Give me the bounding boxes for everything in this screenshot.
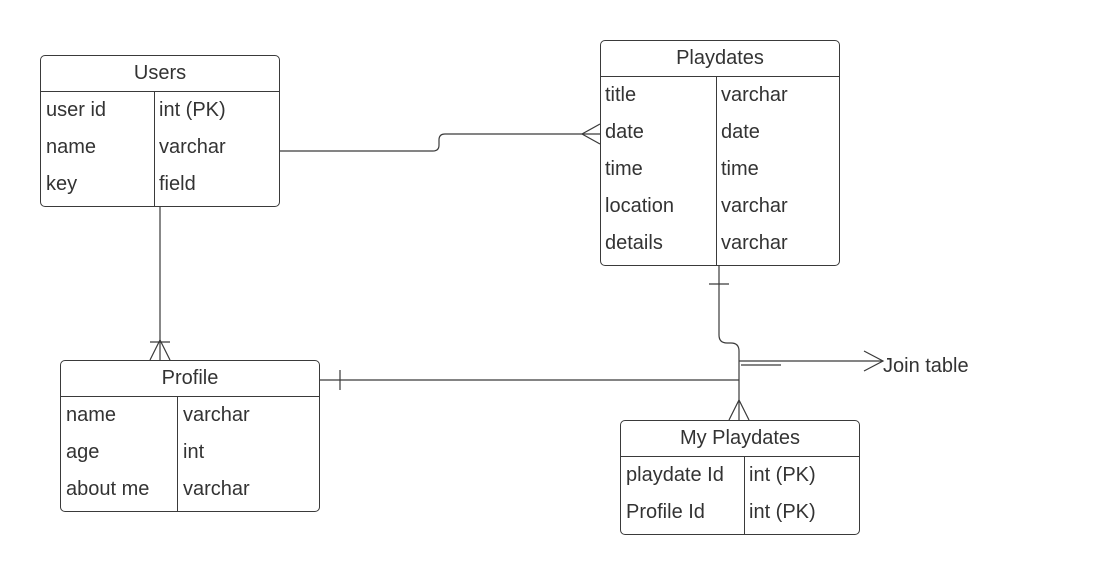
playdates-entity[interactable]: Playdates title varchar date date time t… xyxy=(600,40,840,266)
field-name: key xyxy=(46,173,78,195)
playdates-myplaydates-connector xyxy=(718,266,740,420)
field-type: time xyxy=(721,158,759,180)
field-type: date xyxy=(721,121,760,143)
field-name: location xyxy=(605,195,674,217)
field-type: varchar xyxy=(721,84,788,106)
my-playdates-row-playdate-id: playdate Id int (PK) xyxy=(621,457,859,494)
field-name: name xyxy=(66,404,117,426)
users-entity[interactable]: Users user id int (PK) name varchar key … xyxy=(40,55,280,207)
profile-entity[interactable]: Profile name varchar age int about me va… xyxy=(60,360,320,512)
field-type: varchar xyxy=(183,478,250,500)
crowsfoot-profile xyxy=(149,338,171,361)
playdates-row-details: details varchar xyxy=(601,225,839,262)
profile-title: Profile xyxy=(61,361,319,397)
profile-row-name: name varchar xyxy=(61,397,319,434)
field-type: varchar xyxy=(721,195,788,217)
field-type: int (PK) xyxy=(159,99,226,121)
my-playdates-row-profile-id: Profile Id int (PK) xyxy=(621,494,859,531)
field-name: date xyxy=(605,121,644,143)
join-table-arrowhead xyxy=(863,350,885,372)
field-type: int (PK) xyxy=(749,464,816,486)
crowsfoot-playdates xyxy=(580,123,601,145)
users-row-user-id: user id int (PK) xyxy=(41,92,279,129)
field-type: field xyxy=(159,173,196,195)
field-type: varchar xyxy=(159,136,226,158)
crowsfoot-myplaydates xyxy=(728,398,750,421)
playdates-row-time: time time xyxy=(601,151,839,188)
playdates-title: Playdates xyxy=(601,41,839,77)
playdates-row-title: title varchar xyxy=(601,77,839,114)
profile-row-age: age int xyxy=(61,434,319,471)
field-name: user id xyxy=(46,99,107,121)
field-type: int xyxy=(183,441,205,463)
playdates-row-location: location varchar xyxy=(601,188,839,225)
users-title: Users xyxy=(41,56,279,92)
profile-row-about-me: about me varchar xyxy=(61,471,319,508)
field-name: age xyxy=(66,441,100,463)
field-name: about me xyxy=(66,478,150,500)
my-playdates-title: My Playdates xyxy=(621,421,859,457)
field-type: varchar xyxy=(183,404,250,426)
playdates-row-date: date date xyxy=(601,114,839,151)
users-playdates-connector xyxy=(280,133,600,152)
field-name: name xyxy=(46,136,97,158)
users-row-key: key field xyxy=(41,166,279,203)
field-type: varchar xyxy=(721,232,788,254)
field-name: title xyxy=(605,84,637,106)
users-row-name: name varchar xyxy=(41,129,279,166)
join-table-label: Join table xyxy=(883,355,969,377)
field-name: time xyxy=(605,158,643,180)
field-name: details xyxy=(605,232,663,254)
my-playdates-entity[interactable]: My Playdates playdate Id int (PK) Profil… xyxy=(620,420,860,535)
field-name: playdate Id xyxy=(626,464,724,486)
field-type: int (PK) xyxy=(749,501,816,523)
field-name: Profile Id xyxy=(626,501,705,523)
